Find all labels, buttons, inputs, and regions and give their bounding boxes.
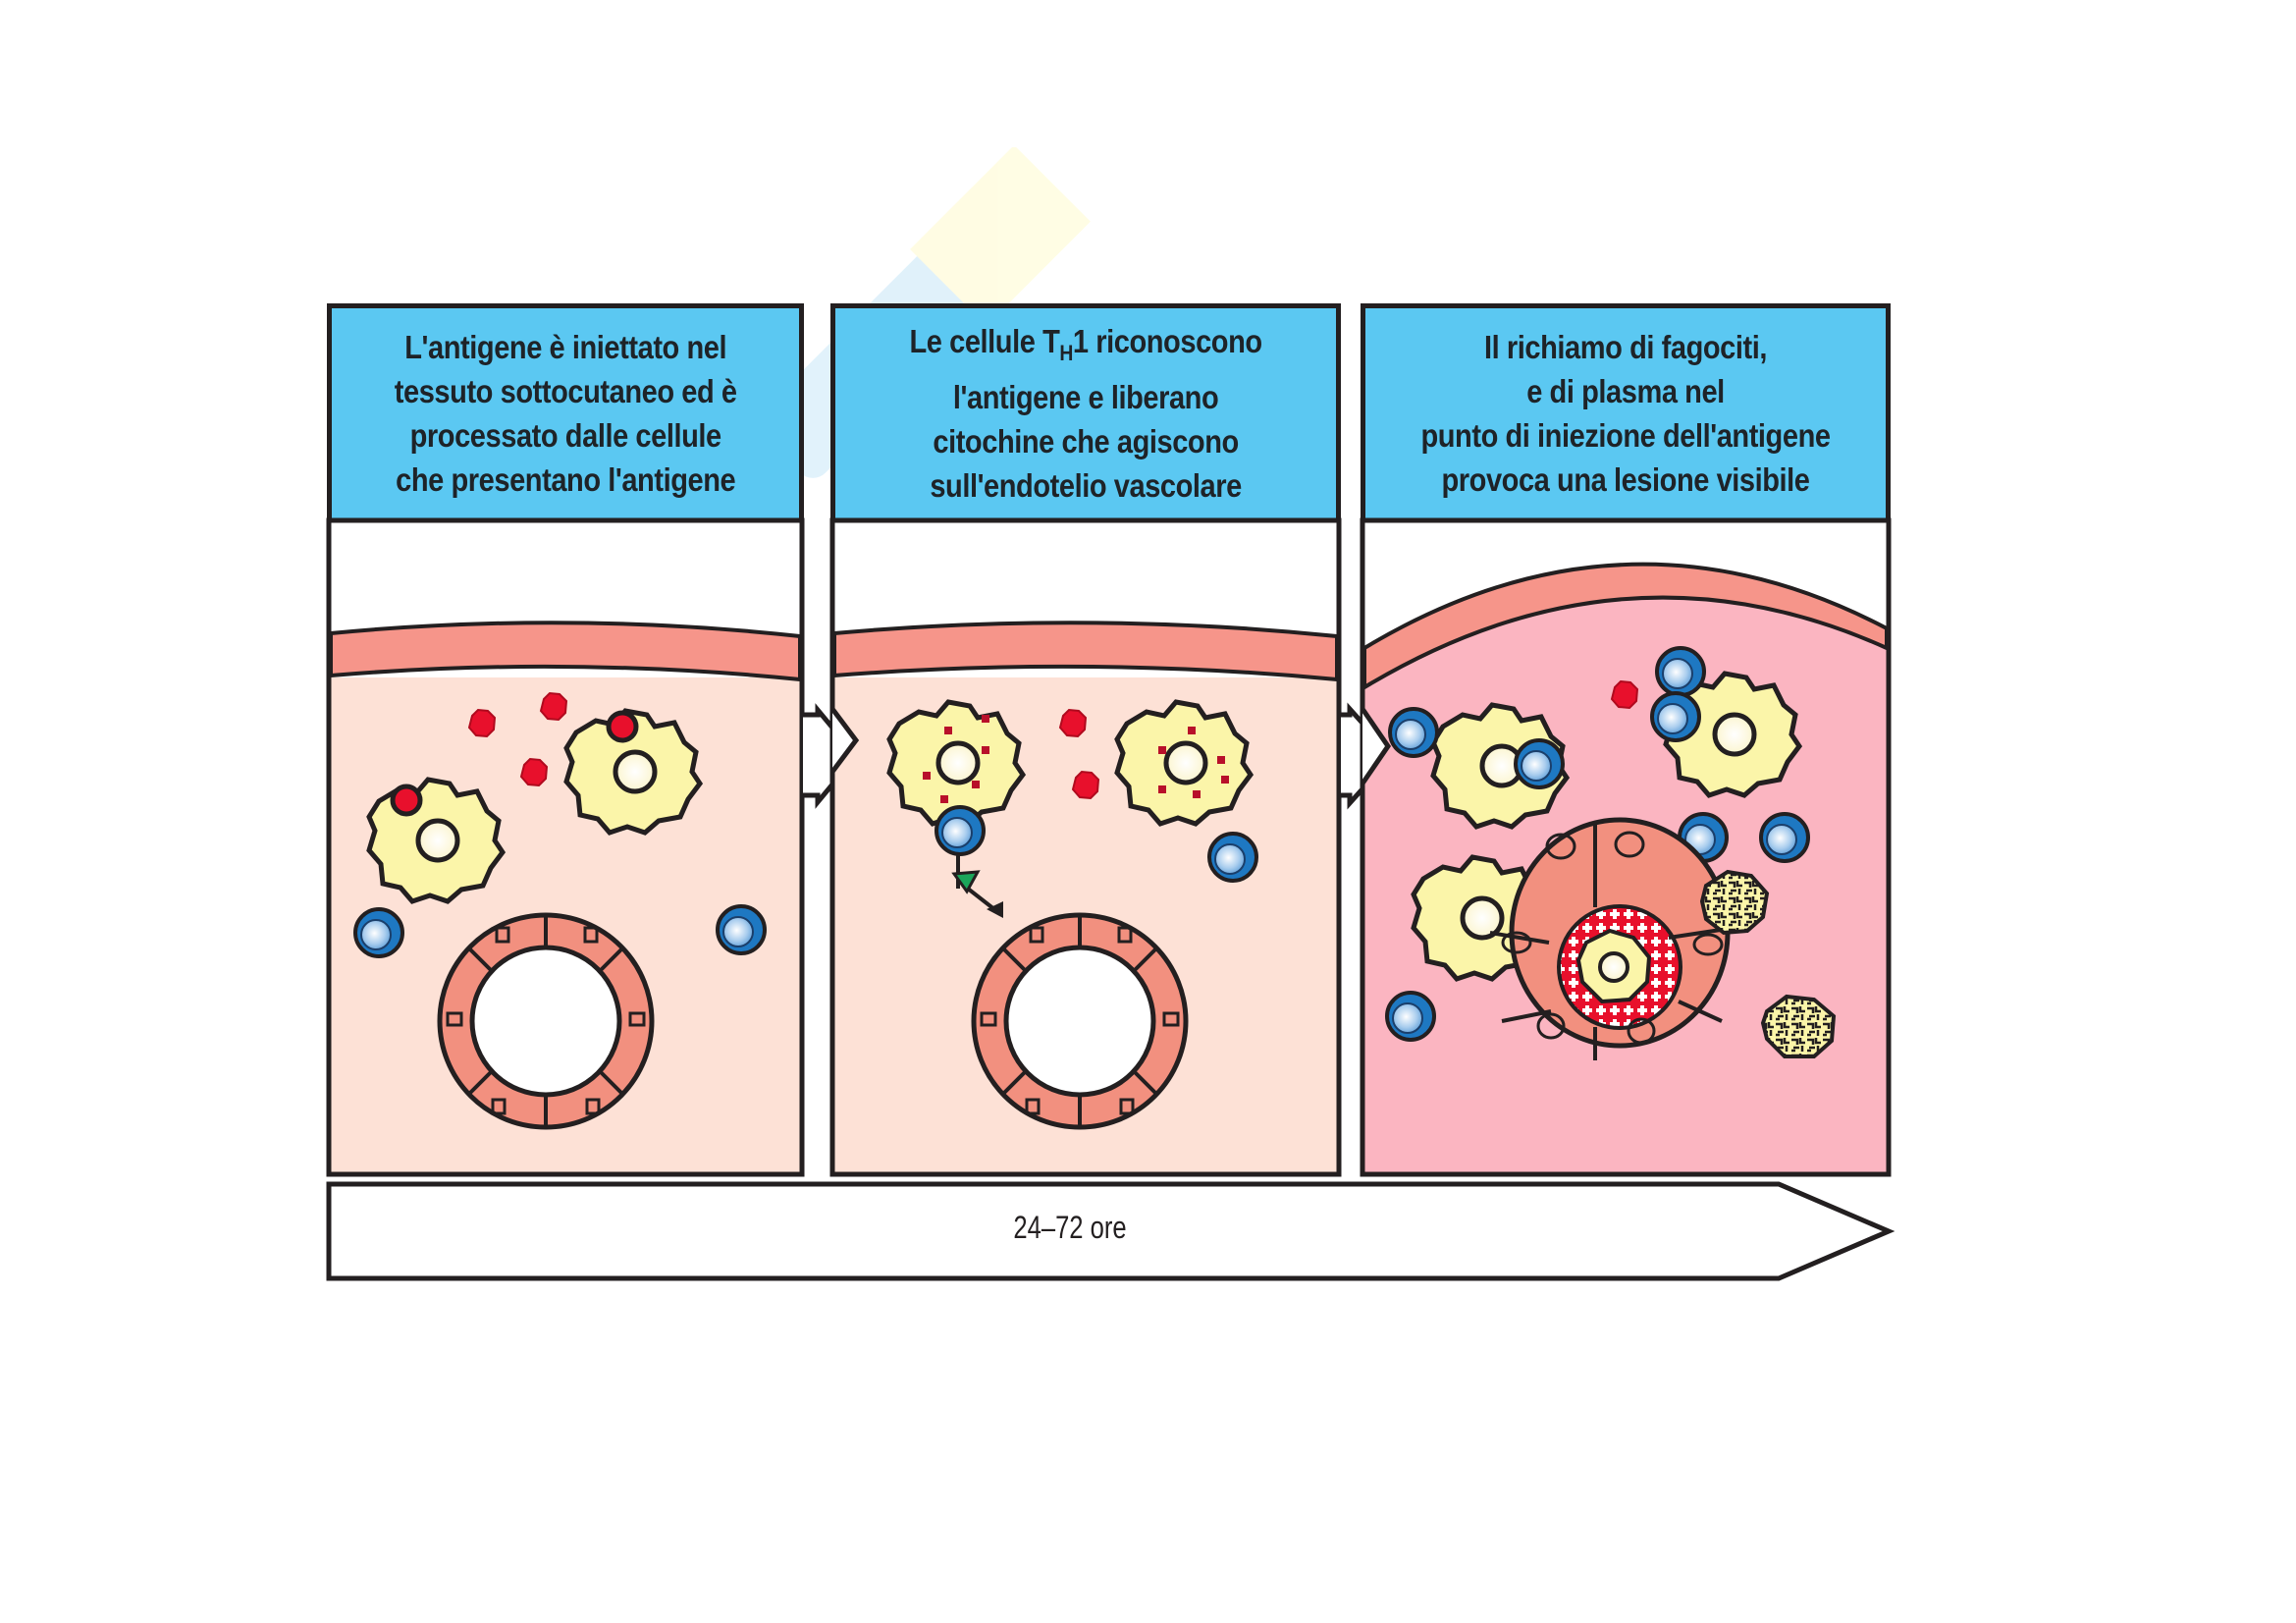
panel-2-header: Le cellule TH1 riconoscono l'antigene e … <box>830 303 1341 523</box>
caption-line: Il richiamo di fagociti, <box>1484 329 1767 365</box>
panel-1-t-cell <box>716 904 767 955</box>
panel-2-t-cell <box>1207 832 1258 883</box>
panel-2-caption: Le cellule TH1 riconoscono l'antigene e … <box>909 319 1262 508</box>
panel-3-extravasating-cell <box>1575 928 1652 1004</box>
subscript-h: H <box>1059 341 1073 365</box>
panel-1-antigen <box>520 758 548 786</box>
caption-line: citochine che agiscono <box>933 423 1239 460</box>
panel-1-t-cell <box>353 907 404 958</box>
caption-line: Le cellule TH1 riconoscono <box>909 319 1262 375</box>
timeline-label: 24–72 ore <box>1013 1210 1127 1245</box>
panel-3-degranulated-cell <box>1760 994 1837 1058</box>
panel-3-arrow-tip <box>1360 707 1392 785</box>
timeline-arrow <box>326 1181 1896 1281</box>
caption-line: tessuto sottocutaneo ed è <box>394 373 737 409</box>
panel-3-caption: Il richiamo di fagociti, e di plasma nel… <box>1420 325 1831 502</box>
panel-3-t-cell <box>1514 738 1565 789</box>
panel-3-header: Il richiamo di fagociti, e di plasma nel… <box>1361 303 1891 523</box>
caption-line: L'antigene è iniettato nel <box>404 329 726 365</box>
panel-2-antigen <box>1072 771 1099 799</box>
panel-2-antigen <box>1059 709 1087 737</box>
panel-3-t-cell <box>1388 707 1439 758</box>
panel-3-t-cell <box>1385 991 1436 1042</box>
panel-3-antigen <box>1611 680 1638 709</box>
panel-1-antigen <box>540 692 567 721</box>
panel-3-t-cell <box>1650 691 1701 742</box>
panel-1-antigen-bound <box>390 784 423 817</box>
panel-1-antigen-bound <box>606 710 639 743</box>
caption-text: 1 riconoscono <box>1072 323 1262 359</box>
panel-2-apc-right <box>1117 702 1251 824</box>
panel-1-antigen <box>468 709 496 737</box>
panel-3-degranulated-cell <box>1699 869 1770 936</box>
panel-2-arrowhead-icon <box>987 901 1003 918</box>
panel-1-caption: L'antigene è iniettato nel tessuto sotto… <box>395 325 737 502</box>
caption-line: processato dalle cellule <box>409 417 721 454</box>
caption-line: provoca una lesione visibile <box>1441 461 1810 498</box>
caption-line: l'antigene e liberano <box>952 379 1219 415</box>
caption-line: che presentano l'antigene <box>395 461 736 498</box>
panel-3 <box>1360 517 1892 1177</box>
panel-3-t-cell <box>1655 646 1706 697</box>
panel-2-processed-antigens <box>923 715 1229 803</box>
caption-line: punto di iniezione dell'antigene <box>1420 417 1831 454</box>
panel-3-leaky-vessel <box>1489 817 1735 1060</box>
panel-2 <box>829 517 1342 1177</box>
panel-1-header: L'antigene è iniettato nel tessuto sotto… <box>327 303 804 523</box>
panel-3-t-cell <box>1759 812 1810 863</box>
panel-2-blood-vessel <box>974 915 1186 1127</box>
caption-text: Le cellule T <box>909 323 1060 359</box>
panel-2-th1-cell <box>934 805 986 856</box>
panel-1-blood-vessel <box>440 915 652 1127</box>
caption-line: sull'endotelio vascolare <box>930 467 1242 504</box>
caption-line: e di plasma nel <box>1526 373 1725 409</box>
panel-2-cytokine-icon <box>951 870 981 894</box>
panel-1 <box>326 517 805 1177</box>
panel-2-arrow-tip <box>830 707 860 774</box>
panel-1-apc-left <box>369 780 503 901</box>
